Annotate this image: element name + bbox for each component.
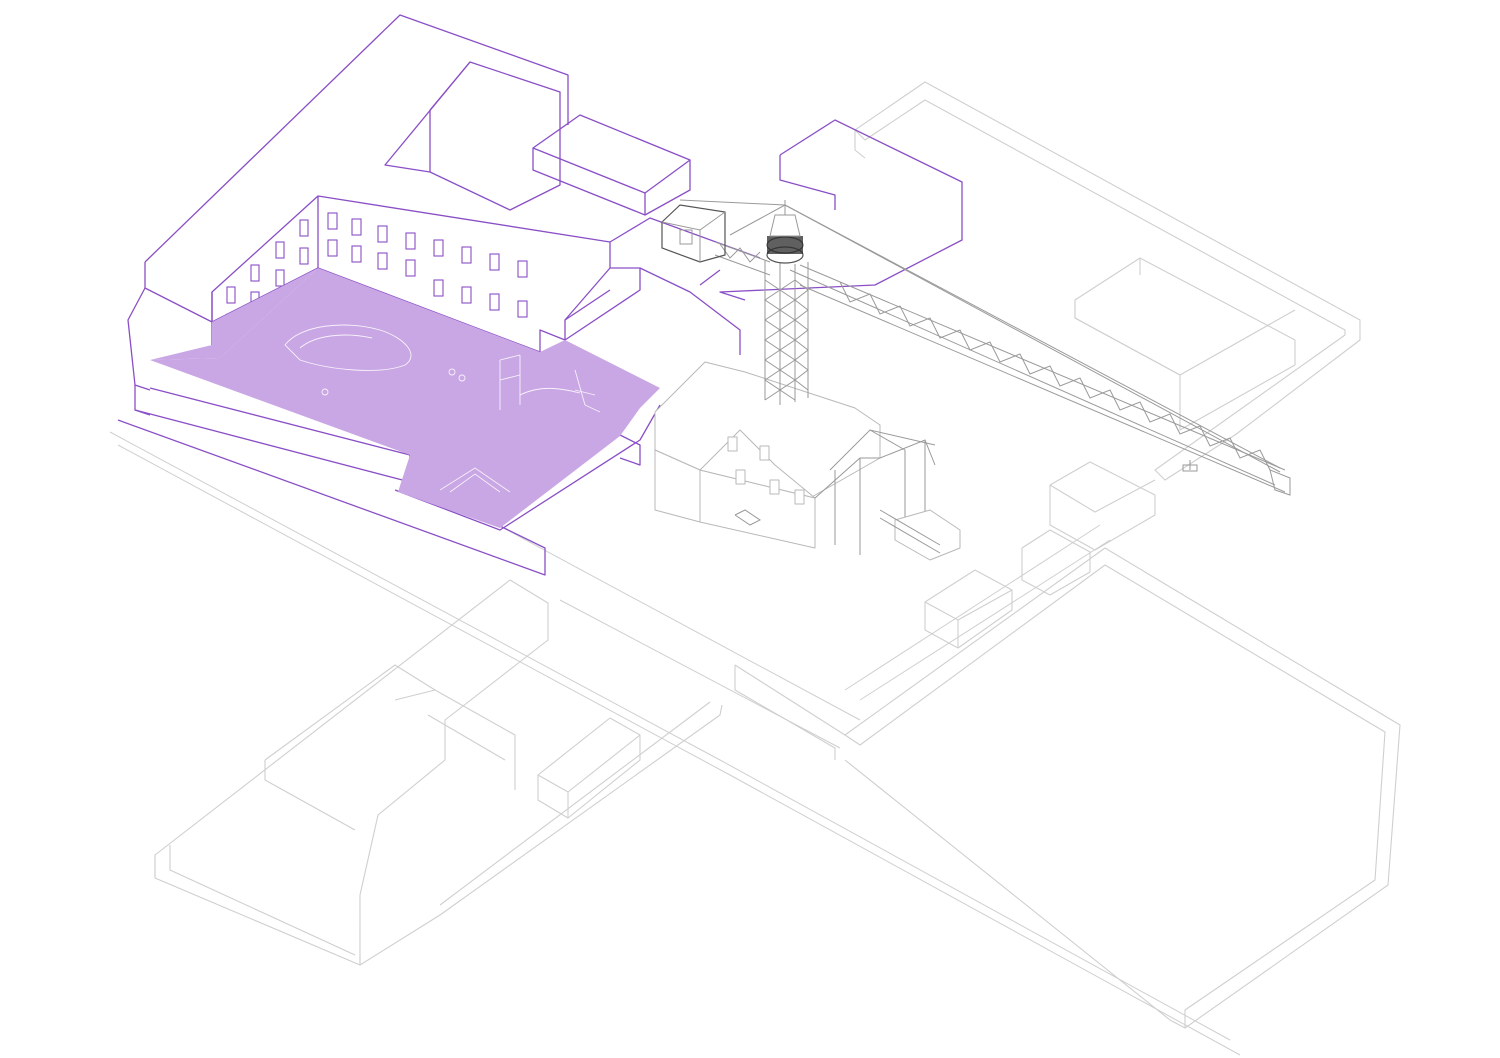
tower-crane [661,199,1291,496]
crane-mast-bracing [764,279,809,401]
context-building-southwest [154,579,549,966]
crane-jib-lattice [839,281,1271,471]
timber-frame-house [654,361,961,561]
context-building-east [854,81,1361,481]
courtyard-texture [284,324,601,493]
context-building-south [359,701,723,966]
courtyard-playground [150,268,660,528]
context-small-buildings [924,461,1156,649]
context-building-southeast [734,547,1401,1029]
building-windows [226,212,528,331]
streets [109,431,1241,1056]
